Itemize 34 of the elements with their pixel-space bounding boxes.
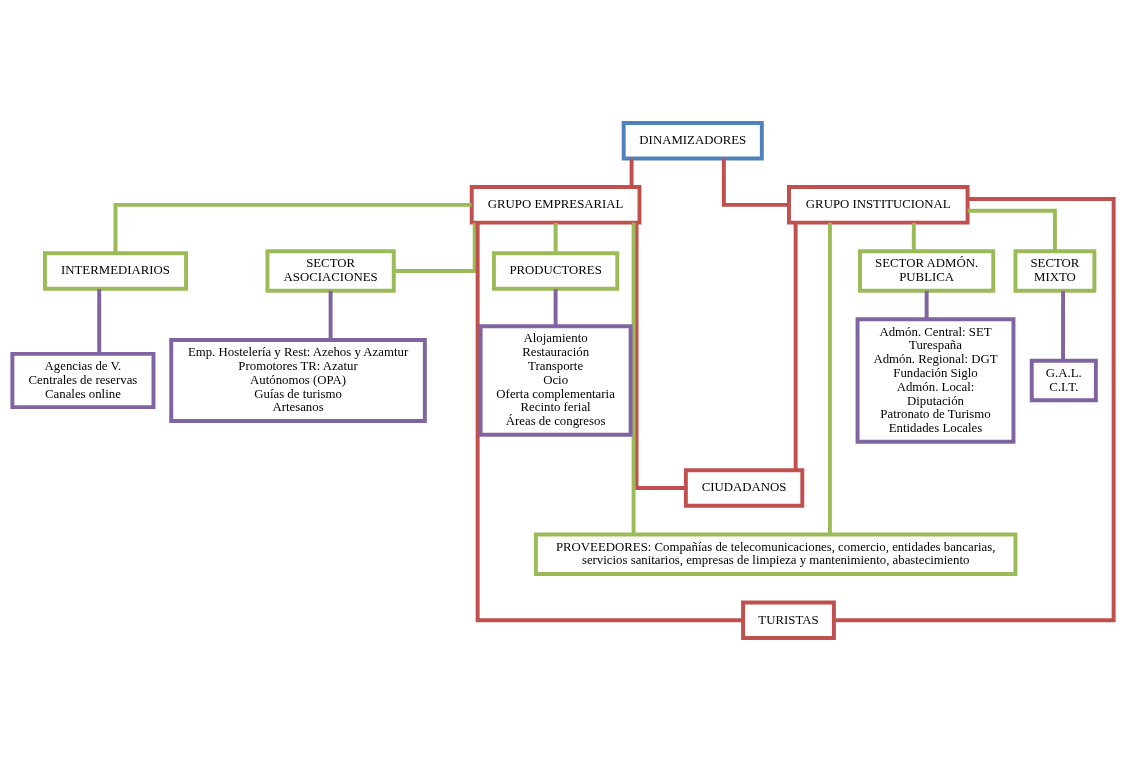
connector: [721, 158, 789, 207]
node-box: SECTOR ADMÓN. PUBLICA: [858, 248, 996, 293]
node-box: SECTOR MIXTO: [1013, 248, 1097, 293]
node-box: PROVEEDORES: Compañías de telecomunicaciones, comercio, entidades bancarias, servicios sanitarios, empresas de limpieza y mantenimiento, abastecimiento: [533, 531, 1018, 576]
connector: [911, 222, 916, 251]
connector: [793, 222, 798, 470]
node-box: Alojamiento Restauración Transporte Ocio Oferta complementaria Recinto ferial Áreas de congresos: [478, 323, 633, 437]
node-box: GRUPO INSTITUCIONAL: [787, 184, 970, 225]
connector: [631, 222, 636, 534]
connector: [629, 158, 634, 187]
node-box: GRUPO EMPRESARIAL: [469, 184, 642, 225]
connector: [328, 290, 333, 340]
node-box: CIUDADANOS: [683, 467, 805, 508]
connector: [553, 222, 558, 253]
node-box: G.A.L. C.I.T.: [1029, 358, 1098, 402]
connector: [634, 222, 686, 490]
connector: [834, 196, 1116, 622]
node-box: INTERMEDIARIOS: [42, 250, 189, 291]
connector: [97, 288, 102, 354]
connector: [113, 202, 472, 253]
node-box: TURISTAS: [741, 600, 836, 640]
node-box: Agencias de V. Centrales de reservas Canales online: [10, 351, 156, 409]
node-box: DINAMIZADORES: [621, 120, 764, 160]
connector: [475, 222, 743, 622]
connector: [393, 222, 477, 273]
connector: [827, 222, 832, 534]
node-box: Emp. Hostelería y Rest: Azehos y Azamtur Promotores TR: Azatur Autónomos (OPA) Guías de turismo Artesanos: [169, 337, 427, 423]
node-box: Admón. Central: SET Turespaña Admón. Regional: DGT Fundación Siglo Admón. Local: Diputación Patronato de Turismo Entidades Locales: [855, 316, 1016, 444]
connector: [1061, 290, 1066, 360]
connector: [553, 288, 558, 326]
connector: [967, 208, 1057, 251]
node-box: SECTOR ASOCIACIONES: [265, 248, 396, 293]
node-box: PRODUCTORES: [491, 250, 620, 291]
connector: [924, 290, 929, 319]
